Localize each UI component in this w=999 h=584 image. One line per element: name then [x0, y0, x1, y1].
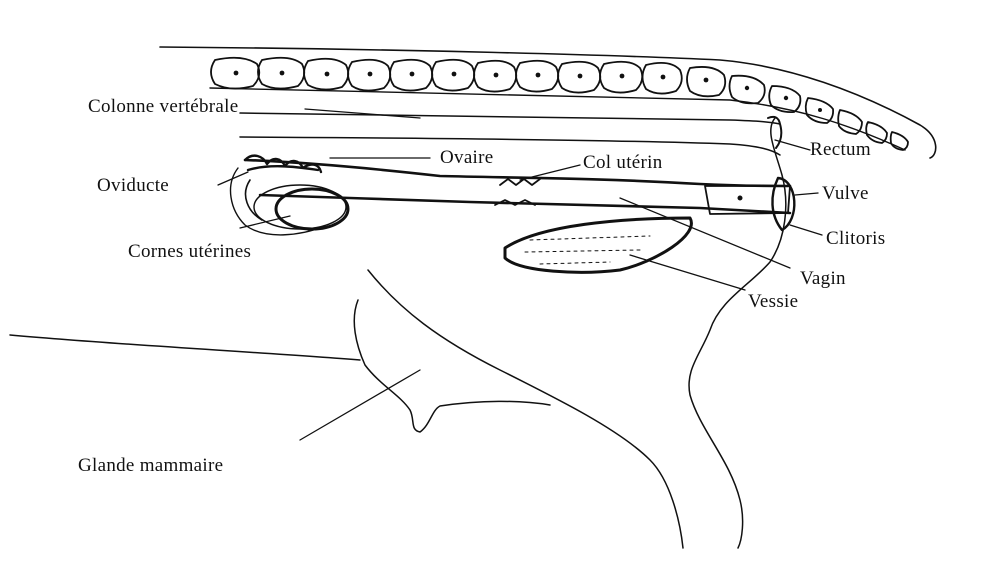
label-vessie: Vessie [748, 292, 798, 311]
bladder [505, 218, 691, 272]
uterine-horn [276, 189, 348, 229]
leader-lines [218, 109, 822, 440]
bladder-texture [525, 236, 650, 264]
rectum-line-lower [240, 137, 780, 155]
udder-outline [354, 300, 550, 432]
label-ovaire: Ovaire [440, 148, 494, 167]
belly-line [10, 335, 360, 360]
label-rectum: Rectum [810, 140, 871, 159]
uterus-upper [245, 160, 790, 186]
label-cornes-uterines: Cornes utérines [128, 242, 251, 261]
vertebrae [211, 58, 908, 150]
cervix-folds [495, 179, 540, 205]
label-vulve: Vulve [822, 184, 869, 203]
label-colonne-vertebrale: Colonne vertébrale [88, 97, 238, 116]
label-glande-mammaire: Glande mammaire [78, 456, 223, 475]
label-oviducte: Oviducte [97, 176, 169, 195]
leg-outline [368, 270, 683, 548]
horn-outline-2 [246, 180, 262, 220]
anus-outline [768, 117, 781, 148]
label-col-uterin: Col utérin [583, 153, 663, 172]
oviduct-coils [245, 156, 321, 172]
clitoris-dot [738, 196, 742, 200]
perineum-line [689, 118, 786, 548]
label-vagin: Vagin [800, 269, 846, 288]
label-clitoris: Clitoris [826, 229, 885, 248]
rectum-line [240, 113, 780, 124]
